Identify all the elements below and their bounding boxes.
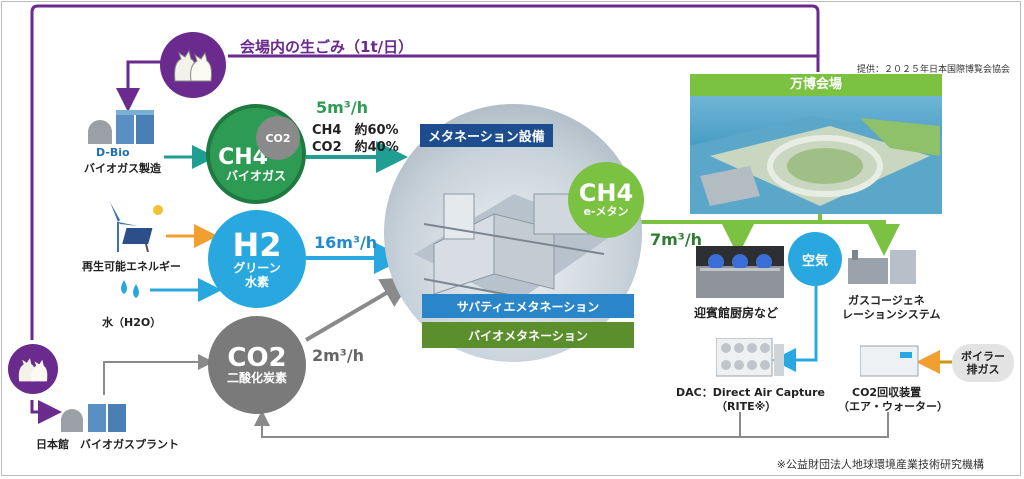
h2-green-node: H2 グリーン 水素 xyxy=(208,210,306,308)
cogen-label-2: レーションシステム xyxy=(842,308,941,321)
h2-sub1: グリーン xyxy=(233,260,281,275)
boiler-label-2: 排ガス xyxy=(966,363,1000,376)
dbio-label-bottom: バイオガス製造 xyxy=(84,162,161,175)
expo-site-aerial-image xyxy=(690,96,942,214)
dac-unit-icon xyxy=(715,337,784,382)
dbio-label-top: D-Bio xyxy=(96,146,130,159)
ch4-emethane-node: CH4 e-メタン xyxy=(568,162,644,238)
expo-site-header: 万博会場 xyxy=(690,74,942,96)
out-rate: 7m³/h xyxy=(650,230,703,249)
biogas-rate: 5m³/h xyxy=(316,98,369,117)
water-label: 水（H2O） xyxy=(102,316,162,329)
japan-pavilion-label: 日本館 バイオガスプラント xyxy=(36,438,179,451)
biogas-co2-ratio: CO2 約40% xyxy=(312,140,399,155)
water-drop-icon xyxy=(116,278,144,304)
cogeneration-icon xyxy=(846,246,918,290)
renewable-label: 再生可能エネルギー xyxy=(82,260,181,273)
ch4-biogas-sub: バイオガス xyxy=(225,168,286,183)
kitchen-label: 迎賓館厨房など xyxy=(694,306,779,320)
methanation-title: メタネーション設備 xyxy=(420,124,553,147)
footnote: ※公益財団法人地球環境産業技術研究機構 xyxy=(776,458,984,471)
h2-rate: 16m³/h xyxy=(314,233,378,252)
co2-mini-label: CO2 xyxy=(265,131,291,145)
air-node: 空気 xyxy=(788,232,842,286)
ch4-biogas-node: CO2 CH4 バイオガス xyxy=(206,104,306,204)
food-waste-bag-icon xyxy=(160,32,226,98)
boiler-label-1: ボイラー xyxy=(961,349,1005,363)
co2-sub: 二酸化炭素 xyxy=(226,370,287,385)
boiler-exhaust-cloud: ボイラー 排ガス xyxy=(952,344,1014,382)
dac-label-2: （RITE※） xyxy=(716,400,777,413)
co2-node: CO2 二酸化炭素 xyxy=(208,316,306,414)
emethane-main: CH4 xyxy=(578,179,634,208)
biogas-ch4-ratio: CH4 約60% xyxy=(312,123,399,138)
kitchen-stove-image xyxy=(696,246,784,298)
co2-recovery-unit-icon xyxy=(859,344,920,382)
cogen-label-1: ガスコージェネ xyxy=(848,294,925,307)
emethane-sub: e-メタン xyxy=(583,205,629,219)
diagram-title: 会場内の生ごみ（1t/日） xyxy=(240,38,414,56)
photo-credit: 提供：２０２５年日本国際博覧会協会 xyxy=(856,65,1010,75)
h2-main: H2 xyxy=(232,225,282,264)
co2-recovery-label-1: CO2回収装置 xyxy=(852,386,922,399)
dac-label-1: DAC：Direct Air Capture xyxy=(676,386,825,399)
wind-solar-icon xyxy=(96,200,168,256)
co2-main: CO2 xyxy=(227,342,287,373)
japan-pavilion-plant-icon xyxy=(58,400,130,436)
air-label: 空気 xyxy=(801,253,828,269)
h2-sub2: 水素 xyxy=(244,275,269,289)
dbio-plant-icon xyxy=(86,108,158,148)
co2-rate: 2m³/h xyxy=(312,346,365,365)
ch4-biogas-main: CH4 xyxy=(218,144,268,170)
co2-recovery-label-2: （エア・ウォーター） xyxy=(838,400,948,413)
japan-pavilion-bag-icon xyxy=(8,344,58,394)
bio-methanation-bar: バイオメタネーション xyxy=(422,322,634,348)
co2-mini-circle: CO2 xyxy=(256,116,300,160)
sabatier-bar: サバティエメタネーション xyxy=(422,294,634,318)
